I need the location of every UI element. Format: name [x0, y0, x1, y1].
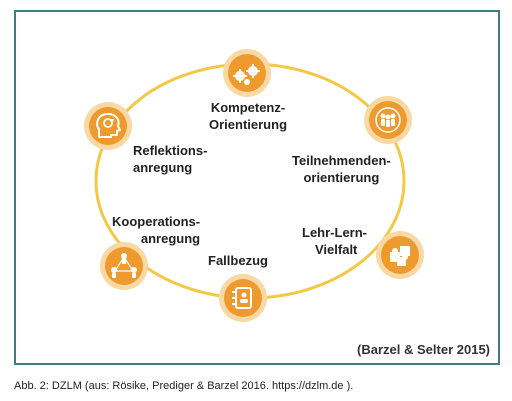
people-group-icon — [375, 107, 401, 133]
node-lehr-lern — [376, 231, 424, 279]
node-kooperation-inner — [105, 247, 143, 285]
label-fallbezug-line1: Fallbezug — [208, 253, 268, 268]
label-kompetenz-line2: Orientierung — [209, 117, 288, 132]
label-kooperation: Kooperations- anregung — [112, 213, 200, 247]
label-kompetenz: Kompetenz- Orientierung — [209, 99, 287, 133]
label-teilnehmenden-line1: Teilnehmenden- — [292, 153, 391, 168]
label-kooperation-line2: anregung — [140, 231, 201, 246]
node-kompetenz — [223, 49, 271, 97]
figure-frame: Kompetenz- Orientierung Teilnehmenden- o… — [14, 10, 500, 365]
node-reflektion-inner — [89, 107, 127, 145]
network-people-icon — [111, 253, 137, 278]
label-kooperation-line1: Kooperations- — [112, 214, 201, 229]
node-kooperation — [100, 242, 148, 290]
label-fallbezug: Fallbezug — [208, 252, 268, 269]
puzzle-icon — [390, 246, 410, 266]
label-reflektion-line1: Reflektions- — [133, 143, 208, 158]
label-kompetenz-line1: Kompetenz- — [210, 100, 286, 115]
source-credit: (Barzel & Selter 2015) — [357, 342, 490, 357]
node-fallbezug-inner — [224, 279, 262, 317]
node-teilnehmenden — [364, 96, 412, 144]
label-lehr-lern-line2: Vielfalt — [315, 242, 358, 257]
node-fallbezug — [219, 274, 267, 322]
label-lehr-lern-line1: Lehr-Lern- — [302, 225, 367, 240]
label-teilnehmenden-line2: orientierung — [303, 170, 380, 185]
label-lehr-lern: Lehr-Lern- Vielfalt — [302, 224, 367, 258]
gears-icon — [233, 64, 260, 85]
node-kompetenz-inner — [228, 54, 266, 92]
notebook-icon — [232, 287, 252, 309]
label-reflektion: Reflektions- anregung — [133, 142, 207, 176]
label-teilnehmenden: Teilnehmenden- orientierung — [292, 152, 391, 186]
label-reflektion-line2: anregung — [133, 160, 193, 175]
figure-caption: Abb. 2: DZLM (aus: Rösike, Prediger & Ba… — [14, 380, 354, 392]
dzlm-diagram — [84, 49, 424, 322]
head-reflection-icon — [96, 113, 121, 138]
node-reflektion — [84, 102, 132, 150]
